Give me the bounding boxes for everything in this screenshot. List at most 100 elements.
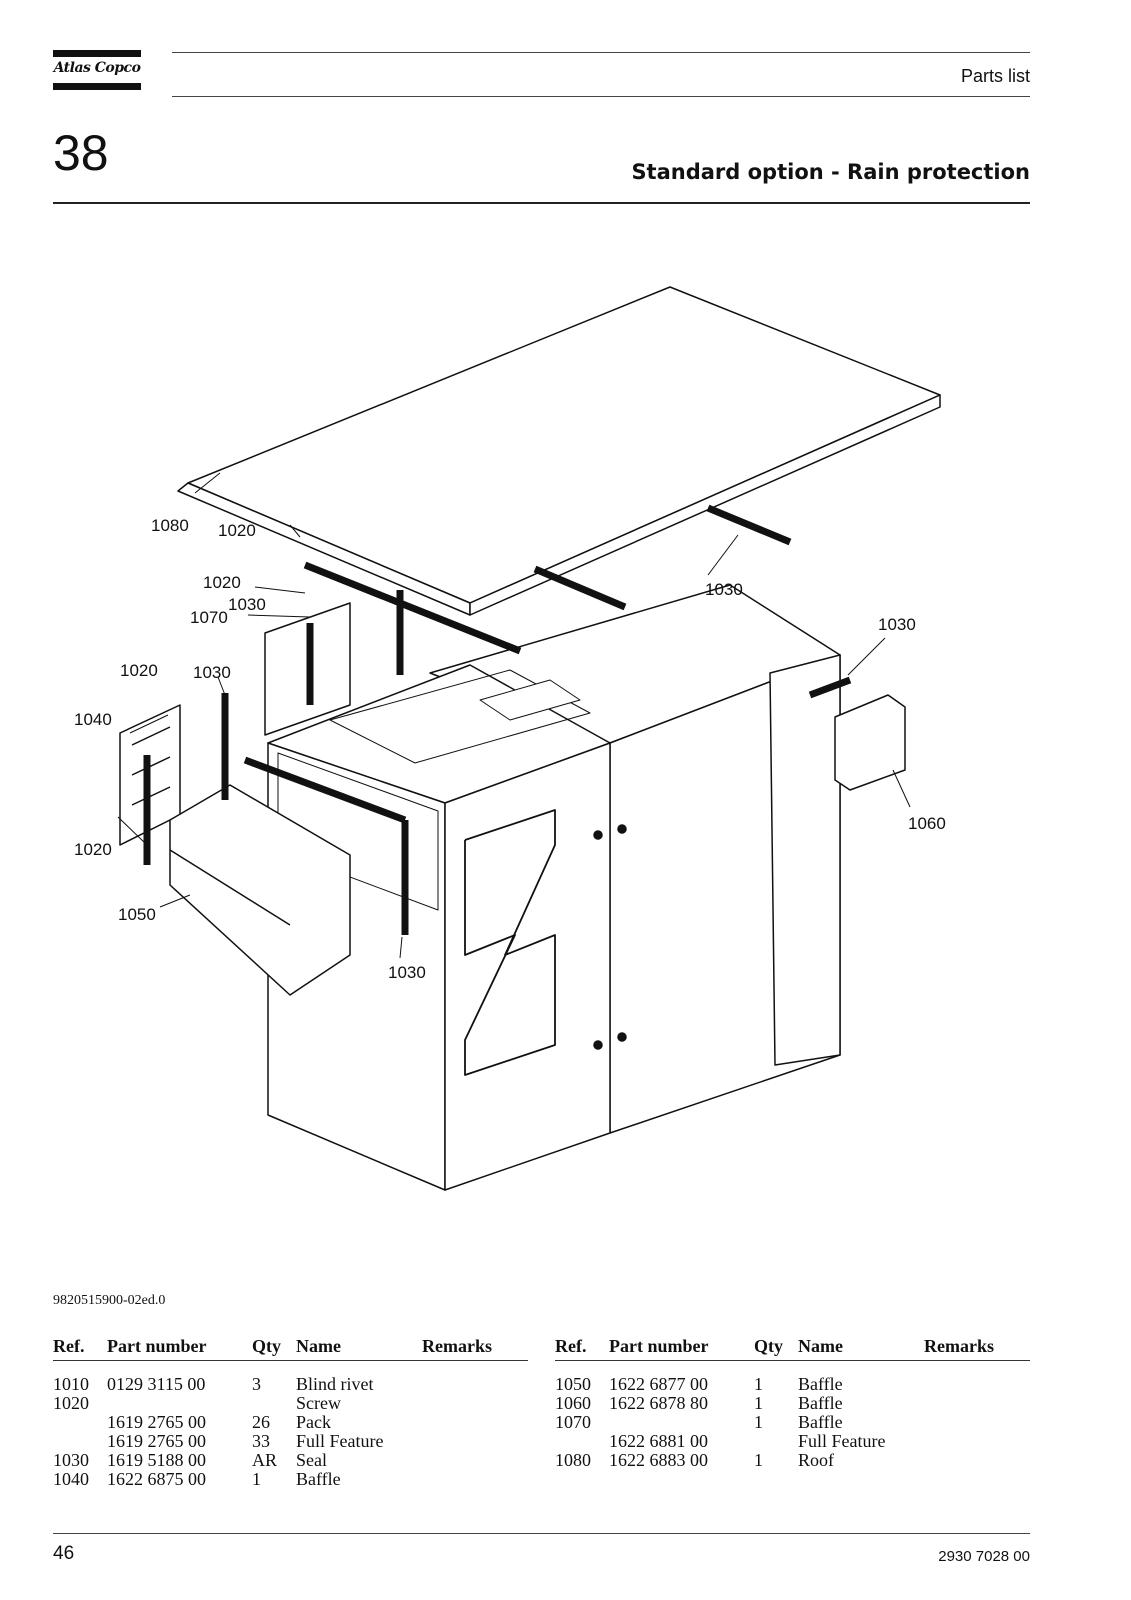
cell-part-number: 1622 6878 80	[609, 1393, 708, 1413]
callout-label: 1080	[151, 516, 189, 535]
cell-remarks	[924, 1451, 1030, 1470]
column-header-name: Name	[798, 1336, 924, 1361]
cell-qty: 33	[252, 1431, 270, 1451]
column-header-qty: Qty	[252, 1336, 296, 1361]
cell-ref	[53, 1413, 107, 1432]
table-row: 1070 1 Baffle	[555, 1413, 1030, 1432]
cell-qty: 1	[252, 1469, 261, 1489]
cell-ref	[555, 1432, 609, 1451]
cell-name: Full Feature	[798, 1431, 886, 1451]
table-row: 1040 1622 6875 00 1 Baffle	[53, 1470, 528, 1489]
section-label: Parts list	[960, 66, 1030, 86]
cell-ref: 1060	[555, 1393, 591, 1413]
cell-ref	[53, 1432, 107, 1451]
cell-ref: 1040	[53, 1469, 89, 1489]
cell-name: Seal	[296, 1450, 327, 1470]
cell-remarks	[422, 1470, 528, 1489]
cell-remarks	[924, 1432, 1030, 1451]
cell-qty: 1	[754, 1450, 763, 1470]
cell-remarks	[422, 1451, 528, 1470]
cell-name: Blind rivet	[296, 1374, 374, 1394]
cell-part-number: 0129 3115 00	[107, 1374, 206, 1394]
cell-part-number: 1619 2765 00	[107, 1412, 206, 1432]
table-row: 1080 1622 6883 00 1 Roof	[555, 1451, 1030, 1470]
cell-part-number: 1622 6883 00	[609, 1450, 708, 1470]
callout-label: 1060	[908, 814, 946, 833]
page-number: 46	[53, 1543, 75, 1564]
table-row: 1619 2765 00 33 Full Feature	[53, 1432, 528, 1451]
cell-name: Pack	[296, 1412, 331, 1432]
column-header-remarks: Remarks	[422, 1336, 528, 1361]
column-header-remarks: Remarks	[924, 1336, 1030, 1361]
logo-bar-top	[53, 50, 141, 57]
cell-ref: 1010	[53, 1374, 89, 1394]
chapter-number: 38	[53, 125, 109, 181]
callout-label: 1030	[878, 615, 916, 634]
cell-part-number	[609, 1413, 754, 1432]
callout-label: 1040	[74, 710, 112, 729]
table-row: 1010 0129 3115 00 3 Blind rivet	[53, 1361, 528, 1395]
header-rule-bottom	[172, 96, 1030, 97]
cell-qty	[754, 1432, 798, 1451]
table-header-row: Ref. Part number Qty Name Remarks	[555, 1336, 1030, 1361]
callout-label: 1030	[388, 963, 426, 982]
column-header-name: Name	[296, 1336, 422, 1361]
cell-part-number: 1622 6875 00	[107, 1469, 206, 1489]
callout-label: 1020	[203, 573, 241, 592]
cell-remarks	[422, 1413, 528, 1432]
cell-remarks	[422, 1394, 528, 1413]
cell-remarks	[422, 1361, 528, 1395]
page-title: Standard option - Rain protection	[631, 160, 1030, 184]
table-row: 1619 2765 00 26 Pack	[53, 1413, 528, 1432]
cell-part-number: 1619 2765 00	[107, 1431, 206, 1451]
column-header-part-number: Part number	[609, 1336, 754, 1361]
column-header-qty: Qty	[754, 1336, 798, 1361]
cell-remarks	[422, 1432, 528, 1451]
parts-table-right: Ref. Part number Qty Name Remarks 1050 1…	[555, 1336, 1030, 1470]
cell-remarks	[924, 1413, 1030, 1432]
cell-ref: 1070	[555, 1412, 591, 1432]
cell-name: Full Feature	[296, 1431, 384, 1451]
cell-qty: 1	[754, 1412, 763, 1432]
cell-ref: 1080	[555, 1450, 591, 1470]
cell-qty: 1	[754, 1393, 763, 1413]
table-row: 1020 Screw	[53, 1394, 528, 1413]
table-row: 1030 1619 5188 00 AR Seal	[53, 1451, 528, 1470]
cell-part-number	[107, 1394, 252, 1413]
footer-rule	[53, 1533, 1030, 1534]
cell-name: Baffle	[798, 1374, 843, 1394]
callout-label: 1030	[705, 580, 743, 599]
document-id: 9820515900-02ed.0	[53, 1293, 166, 1308]
parts-table-left: Ref. Part number Qty Name Remarks 1010 0…	[53, 1336, 528, 1489]
table-row: 1060 1622 6878 80 1 Baffle	[555, 1394, 1030, 1413]
exploded-view-drawing: 1080 1020 1020 1030 1070 1030 1030 1020 …	[74, 286, 946, 1191]
cell-part-number: 1622 6877 00	[609, 1374, 708, 1394]
cell-qty: 1	[754, 1374, 763, 1394]
cell-remarks	[924, 1361, 1030, 1395]
header-rule-top	[172, 52, 1030, 53]
table-row: 1622 6881 00 Full Feature	[555, 1432, 1030, 1451]
cell-name: Baffle	[798, 1393, 843, 1413]
cell-name: Screw	[296, 1393, 341, 1413]
table-row: 1050 1622 6877 00 1 Baffle	[555, 1361, 1030, 1395]
table-header-row: Ref. Part number Qty Name Remarks	[53, 1336, 528, 1361]
cell-ref: 1050	[555, 1374, 591, 1394]
cell-qty: 3	[252, 1374, 261, 1394]
cell-name: Baffle	[296, 1469, 341, 1489]
column-header-ref: Ref.	[555, 1336, 609, 1361]
column-header-part-number: Part number	[107, 1336, 252, 1361]
callout-label: 1020	[74, 840, 112, 859]
cell-part-number: 1619 5188 00	[107, 1450, 206, 1470]
callout-label: 1070	[190, 608, 228, 627]
callout-label: 1030	[228, 595, 266, 614]
cell-qty	[252, 1394, 296, 1413]
title-rule	[53, 202, 1030, 204]
cell-ref: 1030	[53, 1450, 89, 1470]
logo-wordmark: Atlas Copco	[53, 60, 141, 76]
cell-qty: 26	[252, 1412, 270, 1432]
cell-remarks	[924, 1394, 1030, 1413]
cell-part-number: 1622 6881 00	[609, 1431, 708, 1451]
cell-name: Baffle	[798, 1412, 843, 1432]
cell-qty: AR	[252, 1450, 278, 1470]
cell-ref: 1020	[53, 1393, 89, 1413]
